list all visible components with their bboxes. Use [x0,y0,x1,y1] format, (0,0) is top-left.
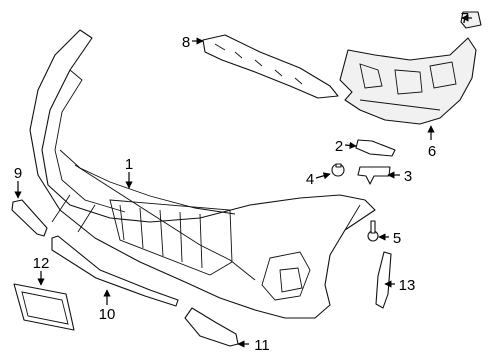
bracket-part-3 [357,166,391,185]
callout-9: 9 [14,165,22,182]
upper-bracket [202,34,339,99]
callout-3: 3 [404,168,412,185]
callout-10: 10 [99,306,116,323]
callout-12: 12 [33,255,50,272]
leader-lines [14,14,472,348]
trim-insert-part-11 [184,307,239,347]
callout-8: 8 [182,34,190,51]
callout-6: 6 [428,143,436,160]
grommet-part-4 [331,163,345,177]
small-bracket-part-2 [355,139,396,157]
callout-13: 13 [399,277,416,294]
callout-5: 5 [393,230,401,247]
callout-11: 11 [254,337,270,354]
callout-4: 4 [306,171,314,188]
callout-labels: 1 2 3 4 5 6 7 8 9 10 11 12 13 [14,10,469,354]
callout-2: 2 [335,138,343,155]
side-molding-part-13 [375,251,392,309]
callout-1: 1 [125,156,133,173]
bolt-part-5 [367,220,379,242]
side-bracket [339,37,477,125]
callout-7: 7 [461,10,469,27]
lower-grille-strip [51,235,179,307]
bumper-cover [29,29,376,319]
license-plate-bracket [13,283,75,331]
side-trim-part-9 [11,199,48,237]
